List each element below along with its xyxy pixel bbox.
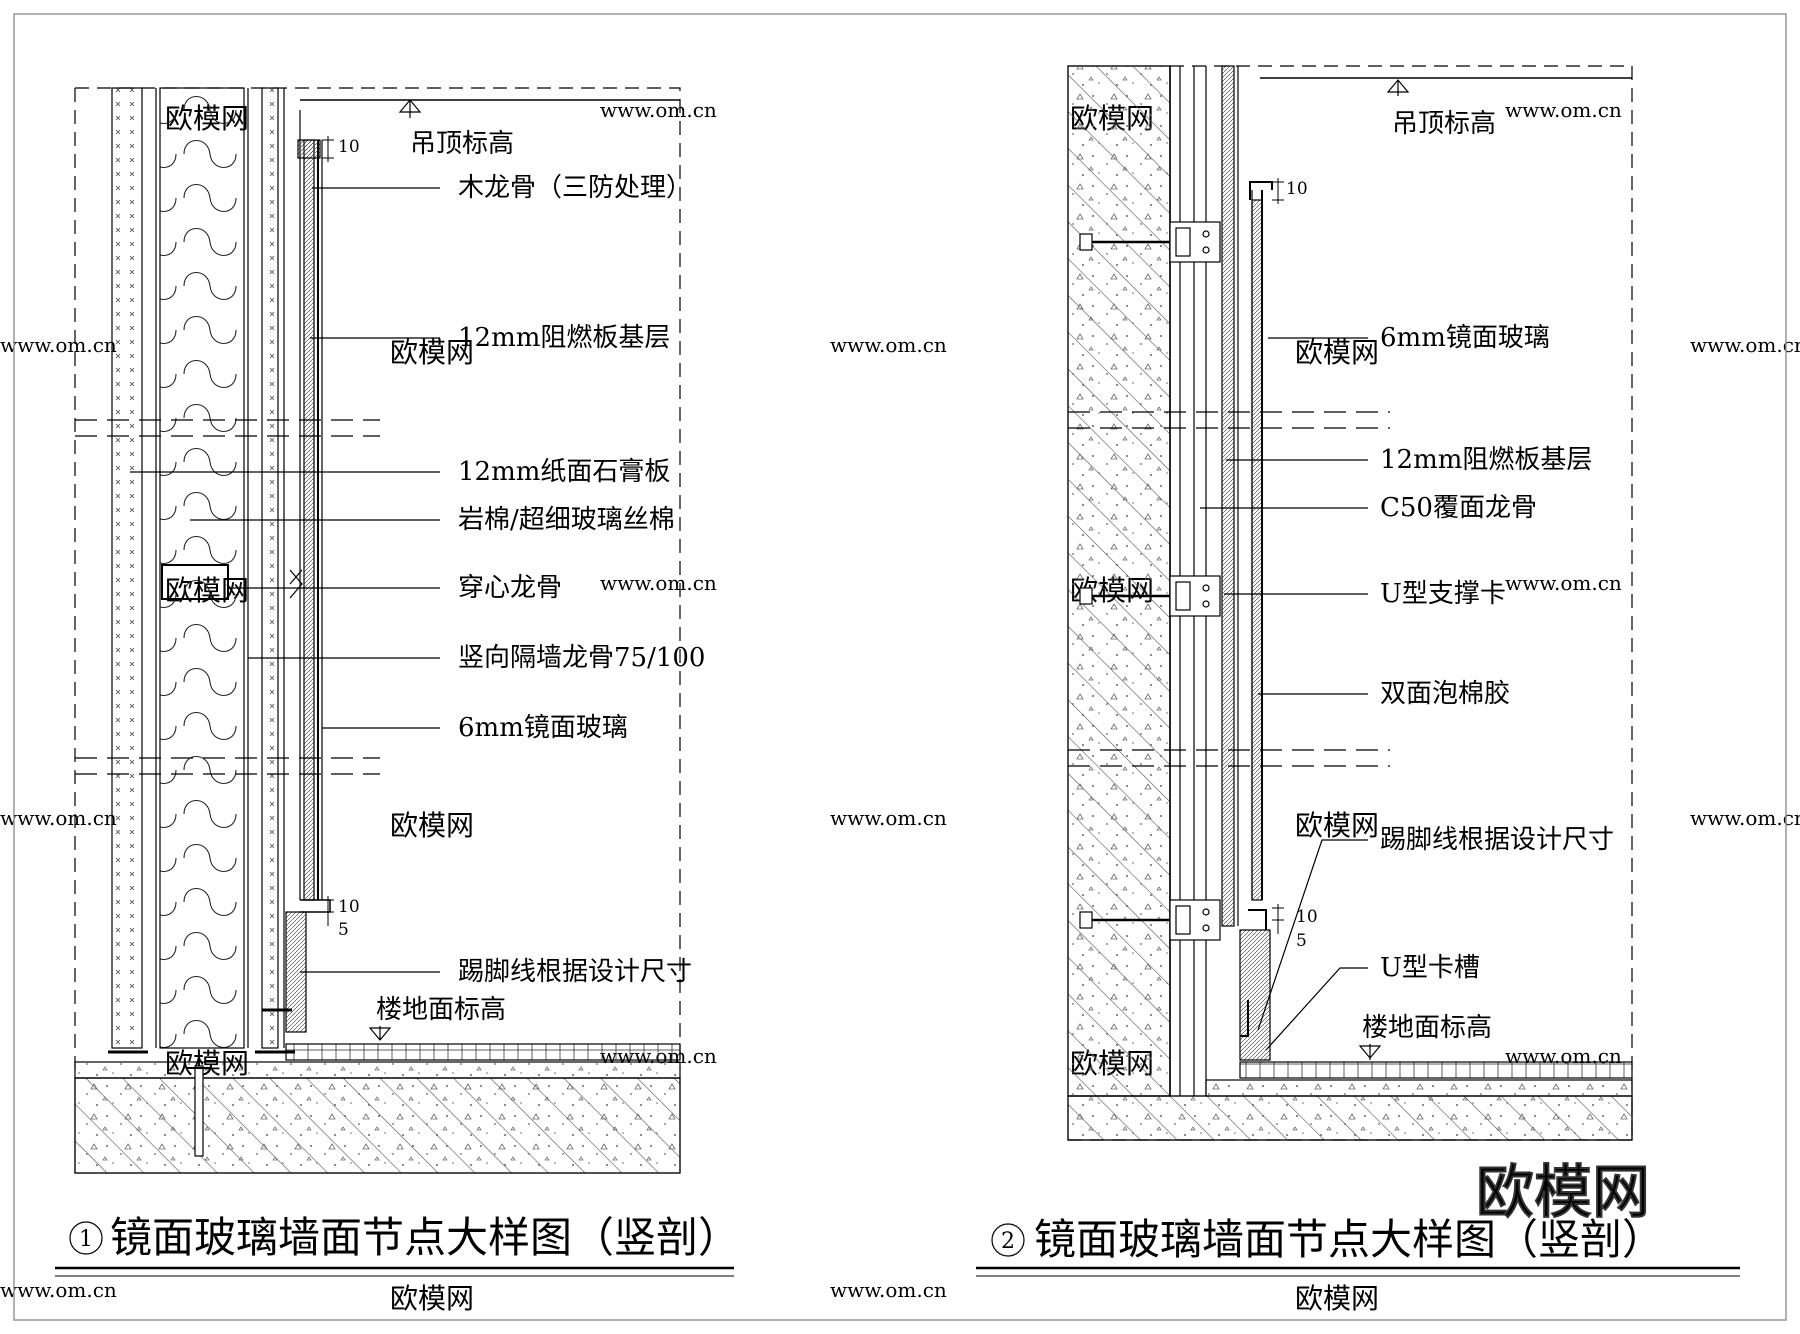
right-skirting [1239,929,1271,1061]
right-top-clip [1249,181,1273,200]
right-board-base [1221,65,1235,927]
left-title-number: 1 [79,1227,93,1252]
dim-bottom-5-right: 5 [1296,931,1307,951]
leader-u-channel-right [1265,967,1368,1051]
label-board-right: 12mm阻燃板基层 [1380,445,1592,475]
watermark-brand: 欧模网 [1295,1282,1379,1315]
right-title-number-circle [991,1223,1025,1257]
label-u-support-right: U型支撑卡 [1380,579,1506,609]
right-foam-tape [1251,199,1263,901]
watermark-site: www.om.cn [0,1278,117,1302]
dim-top-left: 10 [338,137,360,157]
watermark-site: www.om.cn [1690,333,1800,357]
right-detail [976,65,1740,1277]
label-through-keel-left: 穿心龙骨 [458,573,562,603]
right-u-support-mid [1079,575,1221,617]
label-stud-left: 竖向隔墙龙骨75/100 [458,643,705,673]
brand-logo: 欧模网 [1476,1158,1650,1226]
right-title-number: 2 [1001,1229,1015,1254]
left-screw [108,1008,295,1054]
left-floor-tiles [285,1043,681,1061]
dim-bottom-5-left: 5 [338,920,349,940]
label-board-left: 12mm阻燃板基层 [458,323,670,353]
label-gypsum-left: 12mm纸面石膏板 [458,457,670,487]
watermark-site: www.om.cn [600,98,717,122]
watermark-site: www.om.cn [600,571,717,595]
left-gypsum-inner-a [261,87,279,1049]
left-anchor-bolt [194,1065,204,1157]
label-mirror-left: 6mm镜面玻璃 [458,713,628,743]
sheet-border [13,13,1787,1321]
dim-bottom-10-right: 10 [1296,907,1318,927]
watermark-site: www.om.cn [0,333,117,357]
label-ceiling-right: 吊顶标高 [1392,109,1496,139]
watermark-site: www.om.cn [830,806,947,830]
watermark-site: www.om.cn [830,1278,947,1302]
watermark-brand: 欧模网 [390,809,474,842]
label-wood-keel-left: 木龙骨（三防处理） [458,173,692,203]
label-skirting-left: 踢脚线根据设计尺寸 [458,957,692,987]
left-labels: 吊顶标高 木龙骨（三防处理） 12mm阻燃板基层 12mm纸面石膏板 岩棉/超细… [79,129,740,1262]
label-skirting-right: 踢脚线根据设计尺寸 [1380,825,1614,855]
label-ceiling-left: 吊顶标高 [410,129,514,159]
right-u-channel [1240,909,1267,1037]
label-rockwool-left: 岩棉/超细玻璃丝棉 [458,505,675,535]
watermark-brand: 欧模网 [390,1282,474,1315]
dim-bottom-10-left: 10 [338,897,360,917]
left-gypsum-outer [111,87,143,1049]
watermark-site: www.om.cn [1505,98,1622,122]
label-u-channel-right: U型卡槽 [1380,953,1480,983]
watermark-brand: 欧模网 [1295,336,1379,369]
watermark-brand: 欧模网 [1295,809,1379,842]
right-labels: 吊顶标高 6mm镜面玻璃 12mm阻燃板基层 C50覆面龙骨 U型支撑卡 双面泡… [1001,109,1664,1264]
dim-top-right: 10 [1286,179,1308,199]
watermark-site: www.om.cn [1505,571,1622,595]
right-title: 镜面玻璃墙面节点大样图（竖剖） [1034,1215,1664,1264]
left-title: 镜面玻璃墙面节点大样图（竖剖） [110,1213,740,1262]
label-floor-right: 楼地面标高 [1362,1013,1492,1043]
watermark-site: www.om.cn [1690,806,1800,830]
watermark-site: www.om.cn [830,333,947,357]
label-floor-left: 楼地面标高 [376,995,506,1025]
left-detail [55,87,734,1277]
watermark-layer: www.om.cn www.om.cn www.om.cn www.om.cn … [0,98,1800,1315]
left-rockwool [159,87,245,1049]
left-wood-keel [297,139,321,159]
watermark-site: www.om.cn [0,806,117,830]
left-title-number-circle [69,1221,103,1255]
leader-skirting-right [1257,839,1368,1031]
watermark-brand: 欧模网 [390,336,474,369]
label-mirror-right: 6mm镜面玻璃 [1380,323,1550,353]
right-u-support-top [1079,221,1221,263]
right-u-support-bottom [1079,899,1221,941]
right-floor-tiles [1239,1061,1633,1079]
label-foam-right: 双面泡棉胶 [1380,679,1510,709]
left-through-keel [161,564,229,600]
label-c50-right: C50覆面龙骨 [1380,493,1537,523]
